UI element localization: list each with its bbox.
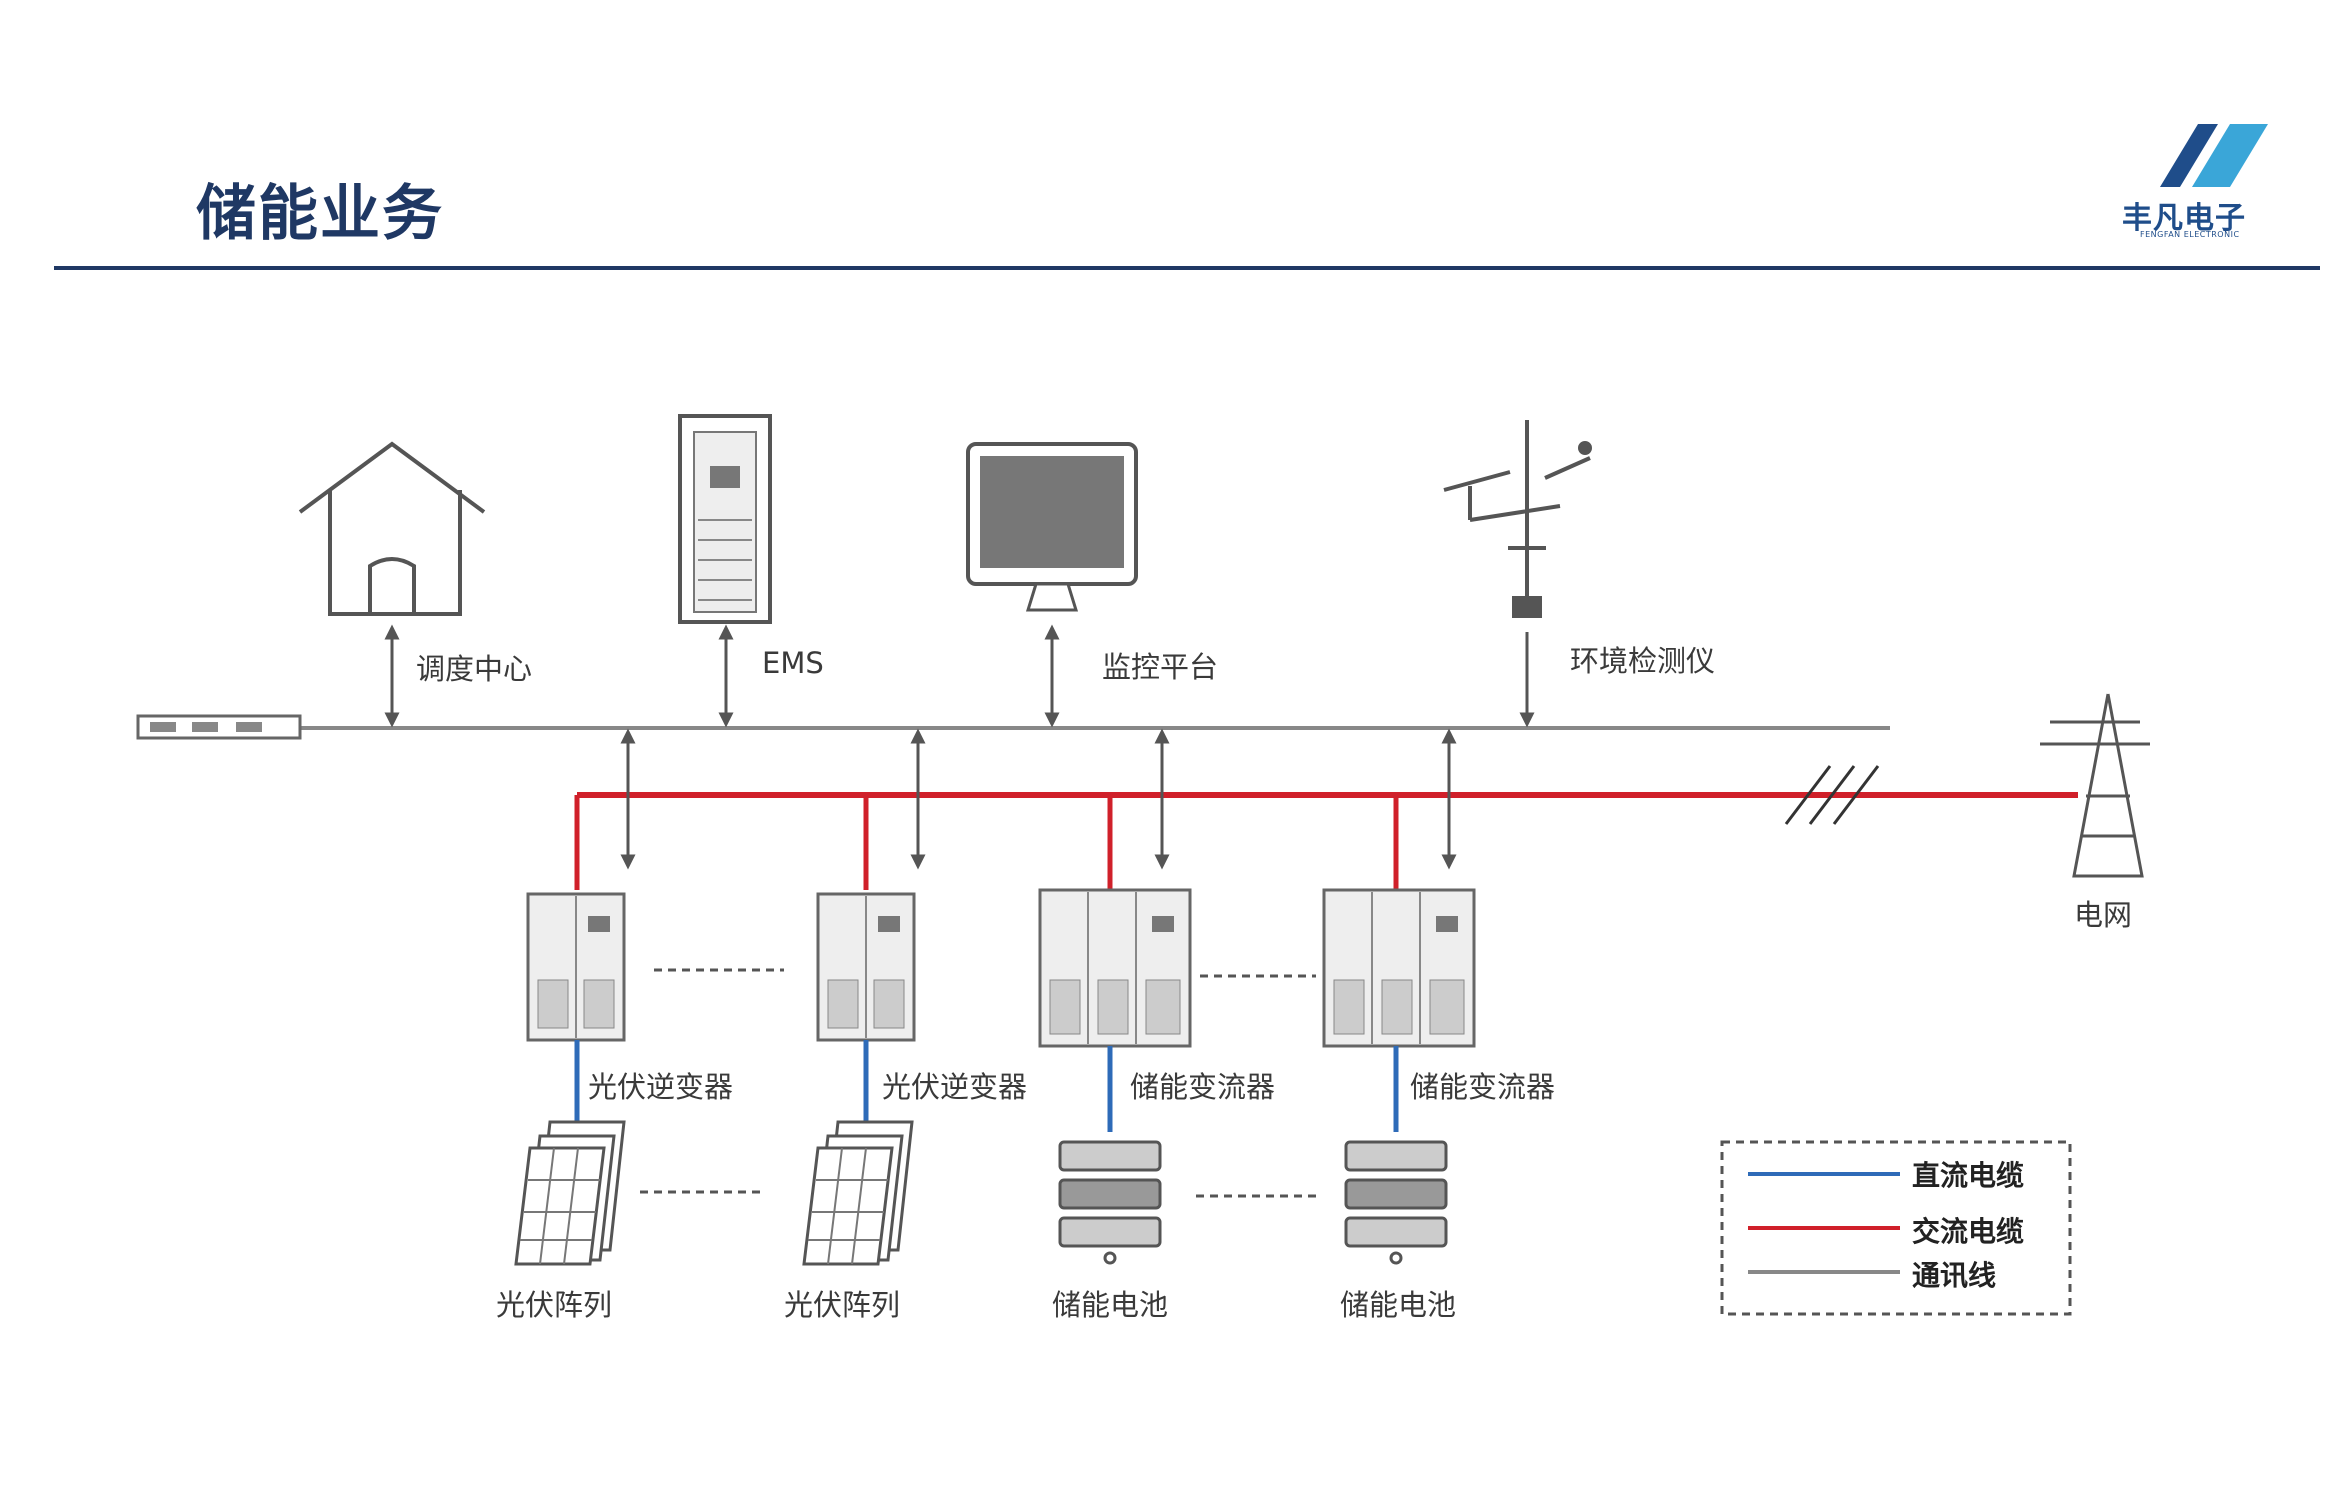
house-icon — [298, 441, 486, 616]
battery-stack-icon — [1058, 1140, 1162, 1265]
logo-name-en: FENGFAN ELECTRONIC — [2140, 230, 2240, 239]
label-weather-station: 环境检测仪 — [1570, 644, 1716, 678]
label-grid: 电网 — [2074, 898, 2133, 932]
weather-station-icon — [1443, 420, 1592, 618]
label-source: 光伏阵列 — [496, 1288, 613, 1322]
three-phase-marks — [1784, 765, 1880, 825]
tower-icon — [2040, 693, 2150, 878]
label-converter: 储能变流器 — [1130, 1070, 1276, 1104]
battery-stack-icon — [1344, 1140, 1448, 1265]
label-monitor-platform: 监控平台 — [1102, 650, 1219, 684]
page-title: 储能业务 — [196, 179, 444, 249]
legend-label-comm: 通讯线 — [1912, 1259, 1997, 1292]
label-source: 光伏阵列 — [784, 1288, 901, 1322]
legend-label-ac: 交流电缆 — [1912, 1215, 2025, 1248]
pv-inverter-icon — [526, 892, 626, 1042]
label-converter: 光伏逆变器 — [588, 1070, 734, 1104]
logo-name-cn: 丰凡电子 — [2122, 201, 2246, 236]
company-logo-icon — [2160, 124, 2268, 187]
label-ems: EMS — [762, 646, 824, 680]
label-source: 储能电池 — [1340, 1288, 1457, 1322]
cabinet-icon — [678, 414, 772, 624]
solar-panel-icon — [802, 1120, 914, 1266]
solar-panel-icon — [514, 1120, 626, 1266]
pcs-icon — [1322, 888, 1476, 1048]
label-dispatch-center: 调度中心 — [416, 652, 533, 686]
network-switch-icon — [136, 714, 302, 740]
label-source: 储能电池 — [1052, 1288, 1169, 1322]
label-converter: 储能变流器 — [1410, 1070, 1556, 1104]
monitor-icon — [966, 442, 1138, 612]
legend-label-dc: 直流电缆 — [1912, 1159, 2025, 1192]
title-divider — [54, 266, 2320, 270]
pcs-icon — [1038, 888, 1192, 1048]
label-converter: 光伏逆变器 — [882, 1070, 1028, 1104]
pv-inverter-icon — [816, 892, 916, 1042]
